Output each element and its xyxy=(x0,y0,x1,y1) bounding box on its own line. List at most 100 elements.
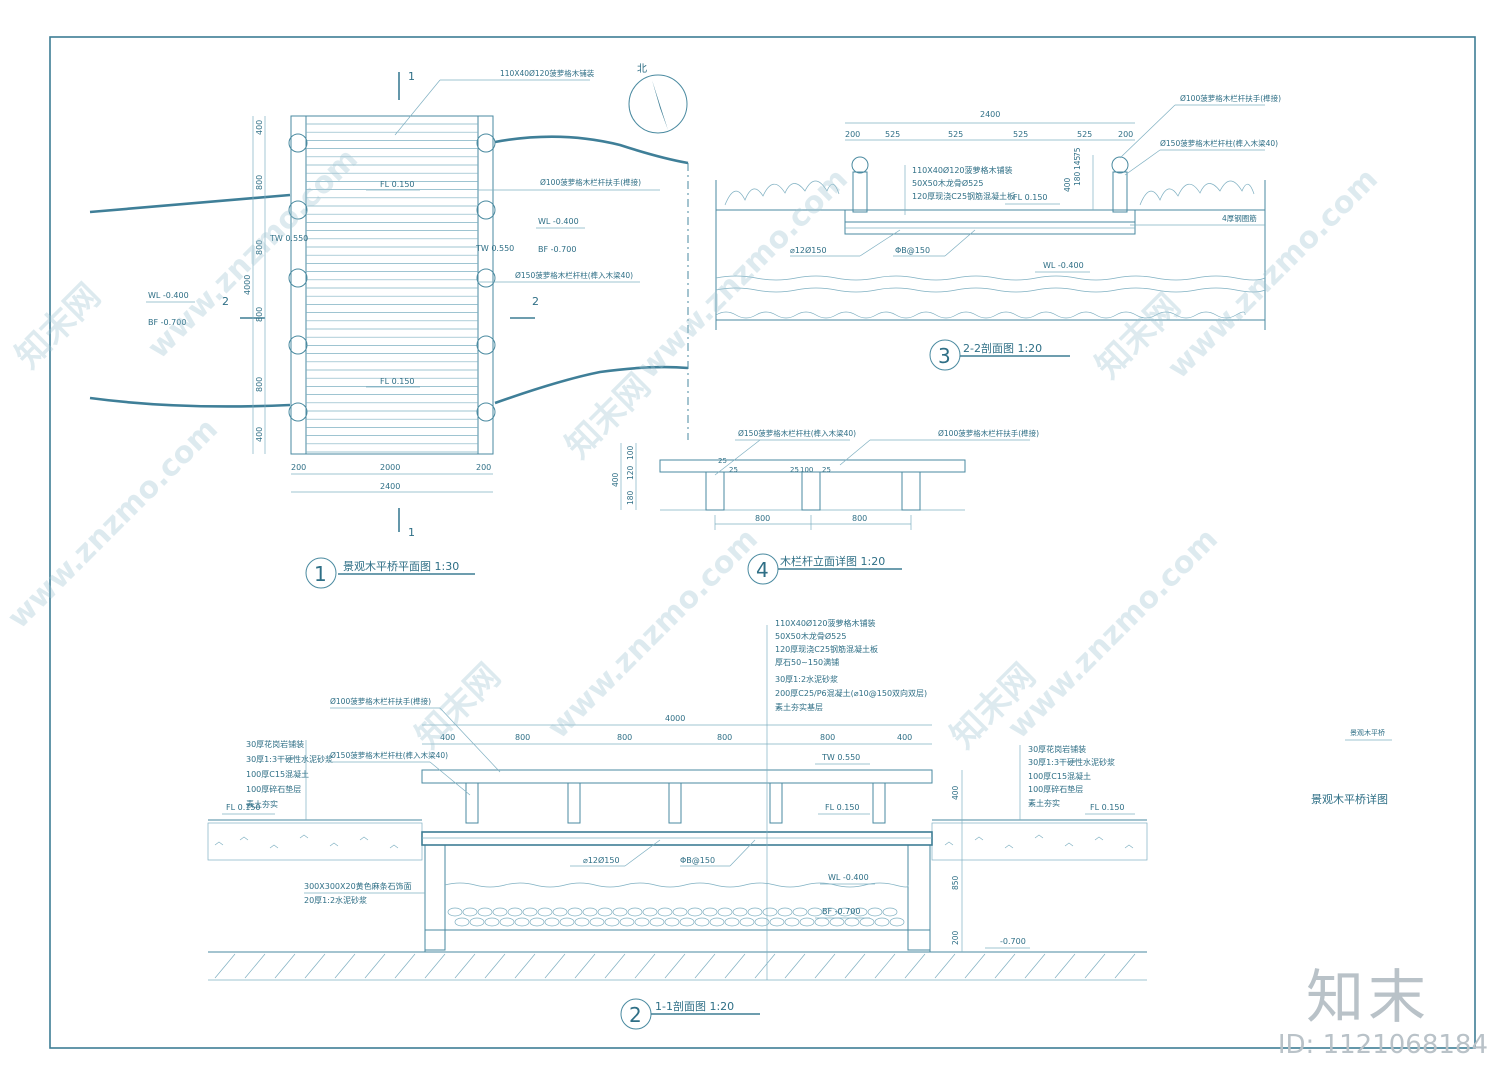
sec11-right-layer-4: 100厚碎石垫层 xyxy=(1028,784,1083,794)
sec11-fl-right: FL 0.150 xyxy=(1090,803,1125,812)
rail-dim-v-3: 180 xyxy=(626,490,635,505)
pebble xyxy=(597,907,613,917)
sec11-side-dim-3: 200 xyxy=(951,930,960,945)
pebble xyxy=(702,907,718,917)
pebble xyxy=(837,907,853,917)
sec11-wl: WL -0.400 xyxy=(828,873,869,882)
pebble xyxy=(754,917,770,927)
sec22-title: 2-2剖面图 1:20 xyxy=(963,341,1042,355)
id-label: ID: 1121068184 xyxy=(1277,1030,1488,1060)
sec22-dim-3: 525 xyxy=(948,130,963,139)
sec11-title-number: 2 xyxy=(629,1003,642,1027)
pebble xyxy=(522,907,538,917)
sec22-title-number: 3 xyxy=(938,344,951,368)
pebble xyxy=(747,907,763,917)
sheet-border xyxy=(49,36,1476,1049)
sec11-fl-mid: FL 0.150 xyxy=(825,803,860,812)
rail-dim-top-2: 25 xyxy=(729,466,738,474)
plan-post-note: Ø150菠萝格木栏杆柱(榫入木梁40) xyxy=(515,270,633,280)
rail-post-note: Ø150菠萝格木栏杆柱(榫入木梁40) xyxy=(738,428,856,438)
pebble xyxy=(852,907,868,917)
section-11: 4000 400 800 800 800 800 400 400 850 200… xyxy=(207,618,1148,1030)
pebble xyxy=(619,917,635,927)
north-label: 北 xyxy=(637,63,647,75)
pebble xyxy=(784,917,800,927)
pebble xyxy=(732,907,748,917)
sec11-dim-2: 800 xyxy=(515,733,530,742)
sec22-dim-4: 525 xyxy=(1013,130,1028,139)
sec11-level-bottom: -0.700 xyxy=(1000,937,1026,946)
pebble xyxy=(867,907,883,917)
pebble xyxy=(664,917,680,927)
plan-section-mark-top: 1 xyxy=(408,70,415,83)
pebble xyxy=(777,907,793,917)
sec11-left-layer-2: 30厚1:3干硬性水泥砂浆 xyxy=(246,754,333,764)
sec22-dim-1: 200 xyxy=(845,130,860,139)
pebble xyxy=(499,917,515,927)
sec11-dim-4: 800 xyxy=(717,733,732,742)
rail-dim-top-3: 100 xyxy=(800,466,813,474)
pebble xyxy=(462,907,478,917)
plan-handrail-note: Ø100菠萝格木栏杆扶手(榫接) xyxy=(540,177,641,187)
pebble xyxy=(567,907,583,917)
sec11-layer-6: 200厚C25/P6混凝土(⌀10@150双向双层) xyxy=(775,688,927,698)
pebble xyxy=(807,907,823,917)
watermark-5: www.znzmo.com xyxy=(541,522,765,746)
sec22-side-dim-4: 400 xyxy=(1063,177,1072,192)
sec22-layer-2: 50X50木龙骨Ø525 xyxy=(912,178,983,188)
rail-dim-h-1: 800 xyxy=(755,514,770,523)
sec22-dim-5: 525 xyxy=(1077,130,1092,139)
sec11-tw: TW 0.550 xyxy=(821,753,860,762)
watermark-10: 知末网 xyxy=(408,656,508,756)
pebble xyxy=(574,917,590,927)
sec11-layer-4: 厚石50~150满铺 xyxy=(775,657,839,667)
pebble xyxy=(792,907,808,917)
sec11-layer-7: 素土夯实基层 xyxy=(775,702,823,712)
plan-wl-right: WL -0.400 xyxy=(538,217,579,226)
plan-dim-h-3: 200 xyxy=(476,463,491,472)
sec11-dim-total: 4000 xyxy=(665,714,685,723)
pebble xyxy=(552,907,568,917)
pebble xyxy=(859,917,875,927)
plan-decking xyxy=(306,123,478,453)
pebble xyxy=(799,917,815,927)
sec11-bf: BF -0.700 xyxy=(822,907,860,916)
pebble xyxy=(694,917,710,927)
pebble xyxy=(507,907,523,917)
sec22-side-dim-1: 180 xyxy=(1073,171,1082,186)
brand-logo: 知末 xyxy=(1305,963,1430,1031)
plan-dim-v-total: 4000 xyxy=(243,275,252,295)
pebble xyxy=(477,907,493,917)
plan-view: 1 1 2 2 北 110X40Ø120菠萝格木铺装 Ø100菠萝格木栏杆扶手(… xyxy=(89,63,689,589)
pebble xyxy=(649,917,665,927)
pebble xyxy=(454,917,470,927)
sec22-side-dim-2: 145 xyxy=(1073,155,1082,170)
sec22-fl: FL 0.150 xyxy=(1013,193,1048,202)
pebble xyxy=(492,907,508,917)
plan-title: 景观木平桥平面图 1:30 xyxy=(343,560,459,573)
sec22-dim-2: 525 xyxy=(885,130,900,139)
watermarks: www.znzmo.com www.znzmo.com www.znzmo.co… xyxy=(1,142,1385,757)
pebble xyxy=(537,907,553,917)
pebble xyxy=(642,907,658,917)
sec11-tile-note: 300X300X20黄色麻条石饰面 xyxy=(304,881,412,891)
sec11-fl-left: FL 0.150 xyxy=(226,803,261,812)
pebble xyxy=(762,907,778,917)
sec11-handrail-note: Ø100菠萝格木栏杆扶手(榫接) xyxy=(330,696,431,706)
sec11-rebar-1: ⌀12Ø150 xyxy=(583,855,620,865)
pebble xyxy=(589,917,605,927)
sec22-rebar-1: ⌀12Ø150 xyxy=(790,245,827,255)
pebble xyxy=(717,907,733,917)
plan-dim-v-5: 800 xyxy=(255,377,264,392)
sec11-left-layer-3: 100厚C15混凝土 xyxy=(246,769,309,779)
plan-title-number: 1 xyxy=(314,562,327,586)
pebble xyxy=(739,917,755,927)
pebble xyxy=(822,907,838,917)
pebble xyxy=(724,917,740,927)
pebble xyxy=(447,907,463,917)
pebble xyxy=(559,917,575,927)
sec11-rebar-2: ΦB@150 xyxy=(680,856,715,865)
plan-dim-h-2: 2000 xyxy=(380,463,400,472)
pebble xyxy=(679,917,695,927)
sec11-dim-3: 800 xyxy=(617,733,632,742)
